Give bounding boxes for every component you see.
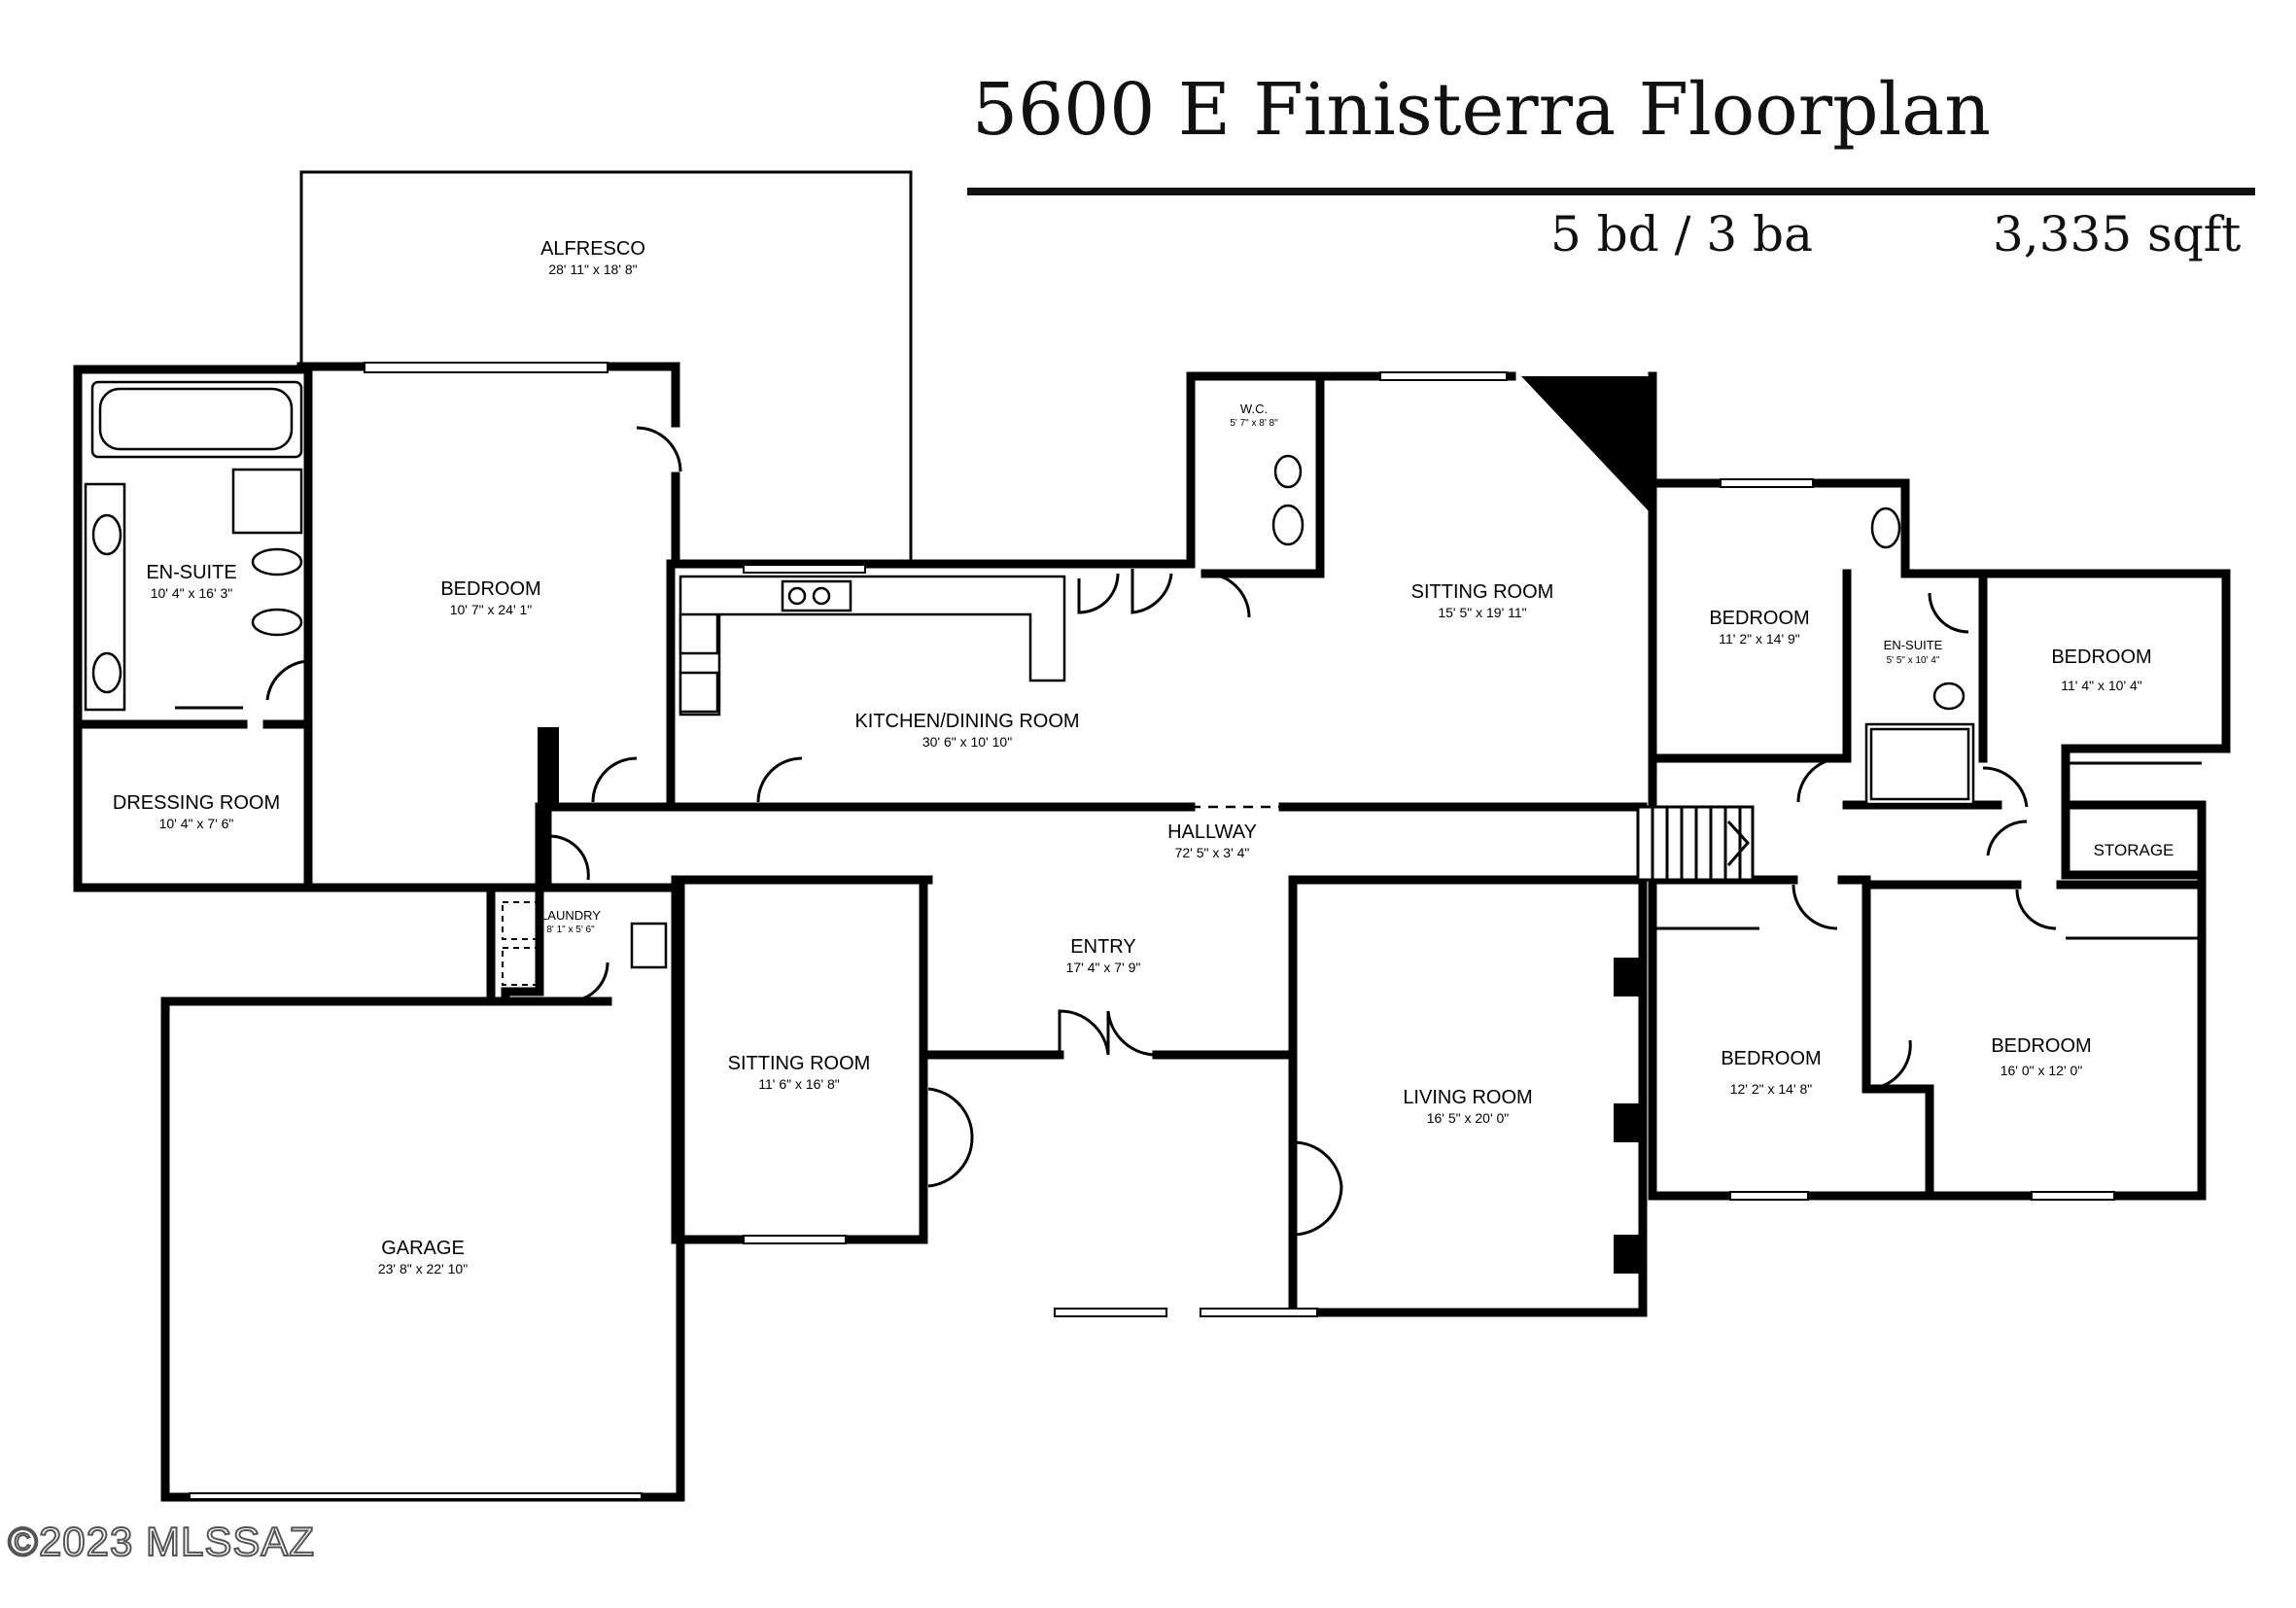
storage-label: STORAGE <box>2094 841 2174 859</box>
bedroom-ne-dims: 11' 2" x 14' 9" <box>1719 631 1800 647</box>
wc-dims: 5' 7" x 8' 8" <box>1230 418 1278 429</box>
ensuite-main-dims: 10' 4" x 16' 3" <box>151 585 233 601</box>
bedroom-far-se-label: BEDROOM <box>1991 1035 2091 1057</box>
hallway-dims: 72' 5" x 3' 4" <box>1175 845 1250 860</box>
square-footage: 3,335 sqft <box>1993 206 2242 262</box>
kitchen-label: KITCHEN/DINING ROOM <box>854 711 1079 732</box>
bedroom-far-ne-dims: 11' 4" x 10' 4" <box>2061 678 2142 693</box>
entry-dims: 17' 4" x 7' 9" <box>1066 960 1141 975</box>
bedroom-ne-label: BEDROOM <box>1709 608 1809 629</box>
ensuite-small-dims: 5' 5" x 10' 4" <box>1887 655 1940 666</box>
ensuite-main-label: EN-SUITE <box>146 562 236 583</box>
garage-label: GARAGE <box>381 1238 465 1259</box>
alfresco-label: ALFRESCO <box>540 238 645 260</box>
doors <box>265 426 2057 1237</box>
room-labels: ALFRESCO 28' 11" x 18' 8" EN-SUITE 10' 4… <box>113 238 2174 1276</box>
entry-label: ENTRY <box>1070 936 1135 958</box>
living-label: LIVING ROOM <box>1403 1087 1532 1108</box>
bedroom-main-label: BEDROOM <box>440 578 540 600</box>
bath-fixtures <box>84 380 1975 969</box>
living-dims: 16' 5" x 20' 0" <box>1427 1110 1510 1126</box>
dressing-label: DRESSING ROOM <box>113 792 280 814</box>
chimney-blocks <box>538 727 1645 1274</box>
windows <box>189 362 2115 1500</box>
garage-dims: 23' 8" x 22' 10" <box>378 1261 468 1276</box>
open-passages <box>714 805 1546 1001</box>
central-walls <box>486 802 1648 1317</box>
bedroom-se-dims: 12' 2" x 14' 8" <box>1730 1081 1813 1097</box>
beds-baths: 5 bd / 3 ba <box>1550 206 1813 262</box>
laundry-dims: 8' 1" x 5' 6" <box>546 925 595 935</box>
bedroom-far-ne-label: BEDROOM <box>2051 647 2151 668</box>
fireplace <box>1521 376 1652 515</box>
page-title: 5600 E Finisterra Floorplan <box>972 68 1991 152</box>
sitting-upper-dims: 15' 5" x 19' 11" <box>1438 605 1526 620</box>
bedroom-main-dims: 10' 7" x 24' 1" <box>450 602 533 617</box>
dressing-dims: 10' 4" x 7' 6" <box>159 816 234 831</box>
alfresco-dims: 28' 11" x 18' 8" <box>548 262 637 277</box>
sitting-lower-label: SITTING ROOM <box>728 1053 871 1074</box>
alfresco-outline <box>299 170 913 564</box>
ensuite-small-label: EN-SUITE <box>1884 638 1943 652</box>
hallway-label: HALLWAY <box>1167 821 1257 843</box>
sitting-lower-dims: 11' 6" x 16' 8" <box>758 1076 840 1092</box>
bedroom-far-se-dims: 16' 0" x 12' 0" <box>2000 1063 2083 1078</box>
bedroom-se-label: BEDROOM <box>1721 1048 1821 1069</box>
title-rule <box>967 188 2255 195</box>
stairs <box>1636 805 1755 882</box>
copyright-watermark: ©2023 MLSSAZ <box>7 1518 316 1565</box>
sitting-upper-label: SITTING ROOM <box>1411 581 1554 603</box>
laundry-label: LAUNDRY <box>540 908 601 923</box>
laundry-appliances <box>502 901 540 986</box>
wc-label: W.C. <box>1240 402 1268 416</box>
kitchen-counter <box>678 575 1066 717</box>
kitchen-dims: 30' 6" x 10' 10" <box>922 734 1012 750</box>
closets <box>175 706 2202 940</box>
